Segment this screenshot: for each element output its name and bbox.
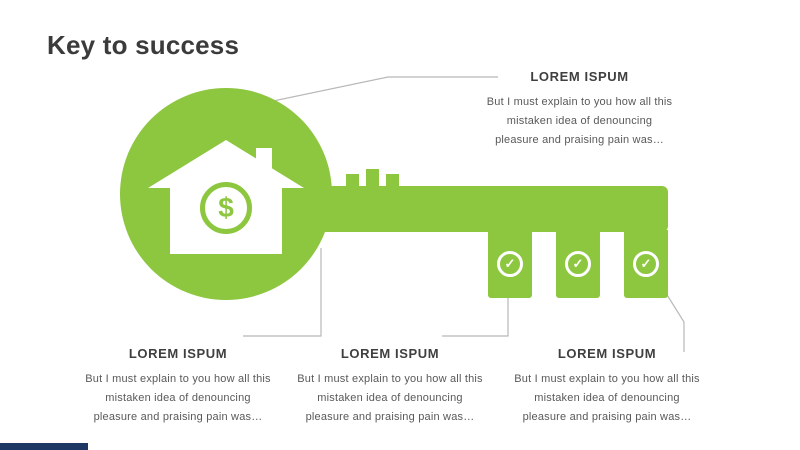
connector-line-bottom-middle — [442, 290, 509, 337]
footer-accent-bar — [0, 443, 88, 450]
key-collar-ridge — [386, 174, 399, 188]
callout-heading: LOREM ISPUM — [530, 69, 629, 84]
callout-body-line: mistaken idea of denouncing — [506, 115, 653, 127]
key-collar-ridge — [366, 169, 379, 188]
callout-body-line: pleasure and praising pain was… — [495, 134, 664, 146]
page-title: Key to success — [47, 30, 240, 60]
connector-line-top — [229, 76, 498, 111]
callout-heading: LOREM ISPUM — [340, 346, 440, 361]
check-icon: ✓ — [497, 251, 523, 277]
callout-body-line: But I must explain to you how all this — [85, 373, 271, 385]
callout-body-line: pleasure and praising pain was… — [305, 411, 475, 423]
callout-bottom-right: LOREM ISPUM But I must explain to you ho… — [491, 346, 723, 427]
callout-body-line: pleasure and praising pain was… — [522, 411, 692, 423]
check-symbol: ✓ — [572, 256, 584, 271]
callout-body-line: But I must explain to you how all this — [297, 373, 483, 385]
callout-body-line: pleasure and praising pain was… — [93, 411, 263, 423]
callout-heading: LOREM ISPUM — [128, 346, 228, 361]
connector-line-bottom-left — [243, 248, 322, 337]
callout-heading: LOREM ISPUM — [557, 346, 657, 361]
dollar-symbol: $ — [218, 192, 234, 223]
dollar-icon: $ — [200, 182, 252, 234]
callout-body-line: But I must explain to you how all this — [514, 373, 700, 385]
callout-top-right: LOREM ISPUM But I must explain to you ho… — [452, 69, 707, 150]
key-shaft — [300, 186, 668, 232]
callout-bottom-left: LOREM ISPUM But I must explain to you ho… — [62, 346, 294, 427]
callout-body-line: mistaken idea of denouncing — [105, 392, 251, 404]
house-roof — [148, 140, 304, 188]
check-symbol: ✓ — [640, 256, 652, 271]
key-collar-ridge — [346, 174, 359, 188]
check-icon: ✓ — [565, 251, 591, 277]
callout-bottom-middle: LOREM ISPUM But I must explain to you ho… — [274, 346, 506, 427]
callout-body-line: mistaken idea of denouncing — [317, 392, 463, 404]
check-symbol: ✓ — [504, 256, 516, 271]
check-icon: ✓ — [633, 251, 659, 277]
callout-body-line: But I must explain to you how all this — [486, 96, 673, 108]
connector-line-bottom-right — [663, 289, 685, 352]
callout-body-line: mistaken idea of denouncing — [534, 392, 680, 404]
